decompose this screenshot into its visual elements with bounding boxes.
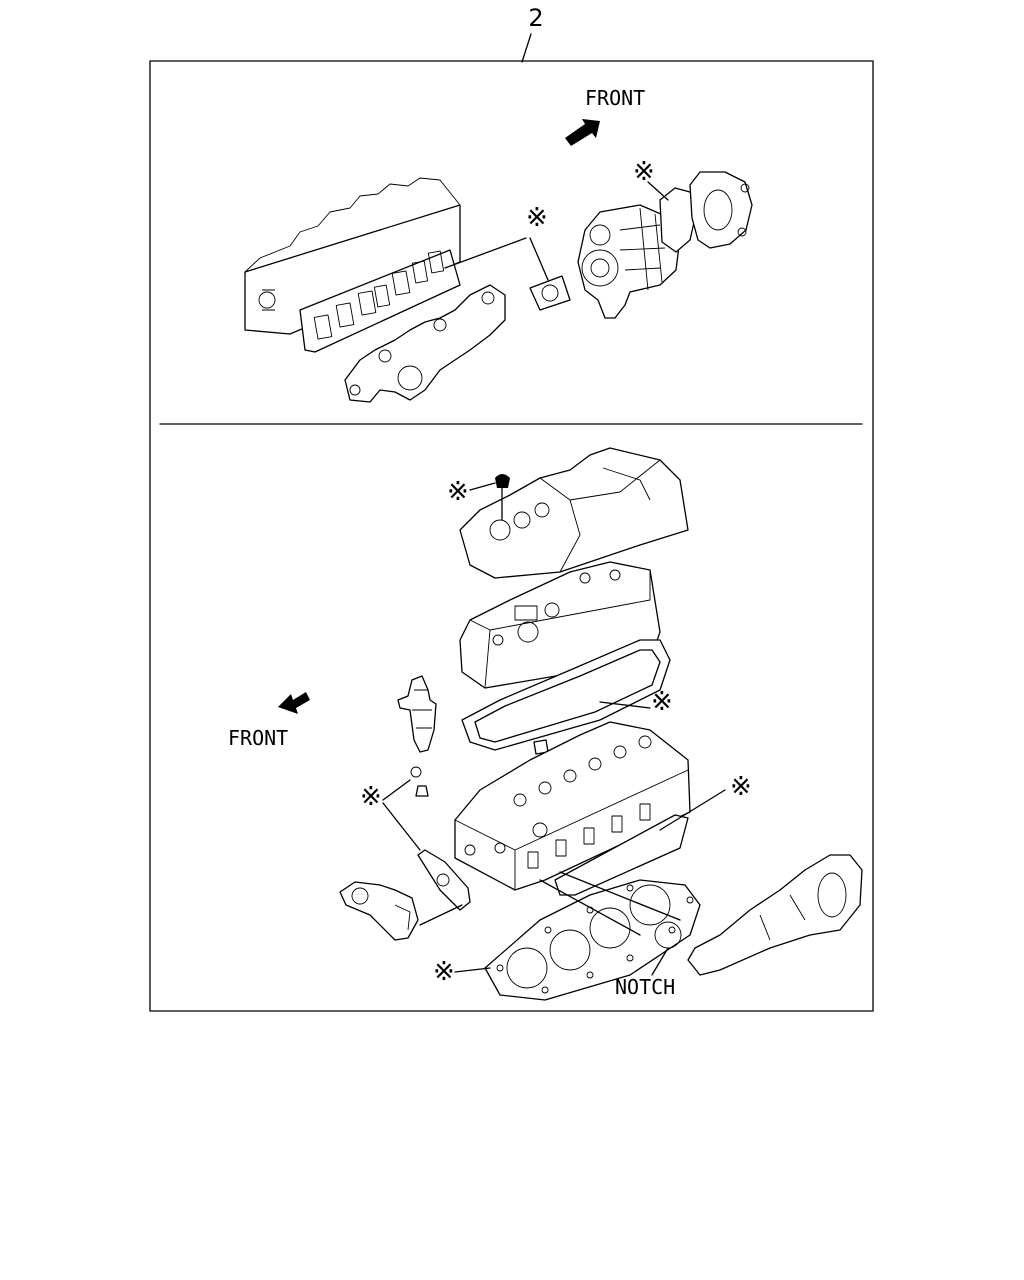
- leader-thermostat: [419, 904, 463, 926]
- intake-manifold: [687, 854, 863, 976]
- reference-leader: [521, 33, 532, 63]
- reference-number: 2: [528, 4, 543, 32]
- leader-cover-gasket: [599, 701, 651, 709]
- marker-cover-gasket: ※: [651, 687, 673, 717]
- leader-notch: [651, 947, 669, 976]
- head-cover-gasket: [461, 639, 671, 751]
- marker-head-gasket: ※: [433, 957, 455, 987]
- thermostat-housing: [339, 881, 419, 941]
- leader-intake-gasket: [659, 789, 726, 831]
- leader-outlet-gasket: [647, 181, 669, 201]
- marker-intake-gasket: ※: [730, 772, 752, 802]
- fuel-injector: [397, 675, 437, 797]
- front-arrow-top: [565, 119, 600, 146]
- exhaust-manifold-gasket: [299, 249, 461, 353]
- leader-turbo-gasket: [444, 237, 549, 281]
- intake-manifold-gasket: [554, 814, 689, 896]
- leader-head-gasket: [454, 967, 491, 973]
- cylinder-head: [454, 721, 691, 891]
- front-label-top: FRONT: [585, 86, 645, 110]
- notch-label: NOTCH: [615, 975, 675, 999]
- exhaust-manifold: [344, 284, 506, 403]
- leader-manifold: [539, 871, 681, 936]
- turbo-outlet-elbow: [659, 171, 753, 253]
- marker-injector-seals: ※: [360, 782, 382, 812]
- marker-turbo-gasket: ※: [526, 203, 548, 233]
- turbo-gasket: [529, 275, 571, 311]
- turbocharger: [577, 204, 681, 319]
- thermostat-gasket: [417, 849, 471, 911]
- oil-filler-cap: [495, 474, 510, 488]
- bottom-section: FRONT ※: [228, 447, 863, 1001]
- marker-oil-cap: ※: [447, 477, 469, 507]
- top-section: FRONT: [244, 86, 753, 403]
- cylinder-head-gasket: [484, 879, 701, 1001]
- marker-outlet-gasket: ※: [633, 157, 655, 187]
- diagram-frame: [149, 60, 874, 1012]
- engine-top-cover: [459, 447, 689, 579]
- front-label-bottom: FRONT: [228, 726, 288, 750]
- leader-oil-cap: [469, 482, 503, 521]
- front-arrow-bottom: [278, 692, 310, 714]
- leader-injector-seals: [382, 779, 421, 851]
